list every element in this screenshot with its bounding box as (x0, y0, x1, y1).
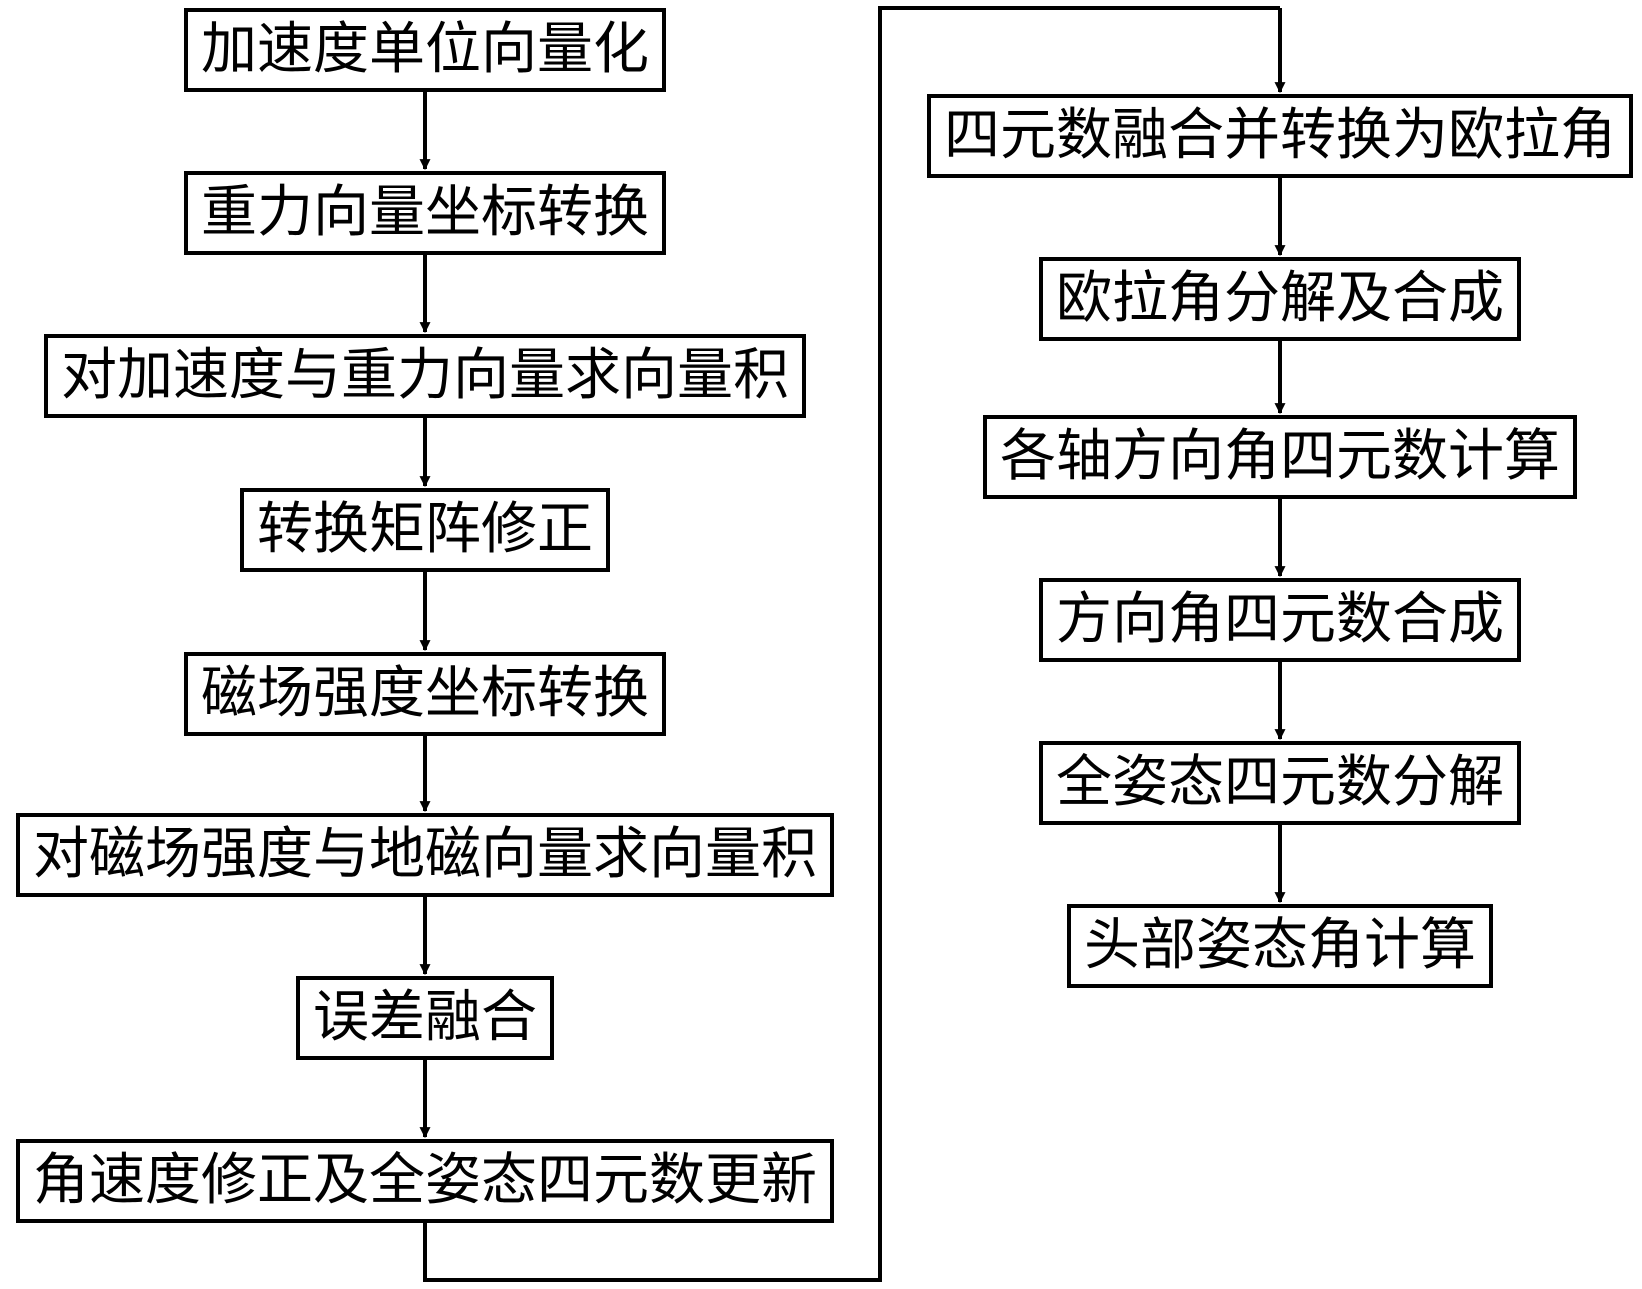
step-transform-matrix-correction: 转换矩阵修正 (240, 488, 610, 572)
step-gravity-coordinate-transform: 重力向量坐标转换 (184, 171, 666, 255)
step-normalize-acceleration: 加速度单位向量化 (184, 8, 666, 92)
step-quaternion-fusion-to-euler: 四元数融合并转换为欧拉角 (927, 94, 1633, 178)
step-direction-quaternion-compose: 方向角四元数合成 (1039, 578, 1521, 662)
step-accel-gravity-cross-product: 对加速度与重力向量求向量积 (44, 334, 806, 418)
step-full-attitude-quaternion-decompose: 全姿态四元数分解 (1039, 741, 1521, 825)
step-axis-direction-quaternion-calc: 各轴方向角四元数计算 (983, 415, 1577, 499)
step-magnetic-geomagnetic-cross-product: 对磁场强度与地磁向量求向量积 (16, 813, 834, 897)
step-head-attitude-angle-calc: 头部姿态角计算 (1067, 904, 1493, 988)
step-euler-decompose-compose: 欧拉角分解及合成 (1039, 257, 1521, 341)
step-magnetic-field-coordinate-transform: 磁场强度坐标转换 (184, 652, 666, 736)
connector-left-to-right-route (423, 6, 1280, 1282)
step-angular-velocity-correction-quaternion-update: 角速度修正及全姿态四元数更新 (16, 1139, 834, 1223)
step-error-fusion: 误差融合 (296, 976, 554, 1060)
